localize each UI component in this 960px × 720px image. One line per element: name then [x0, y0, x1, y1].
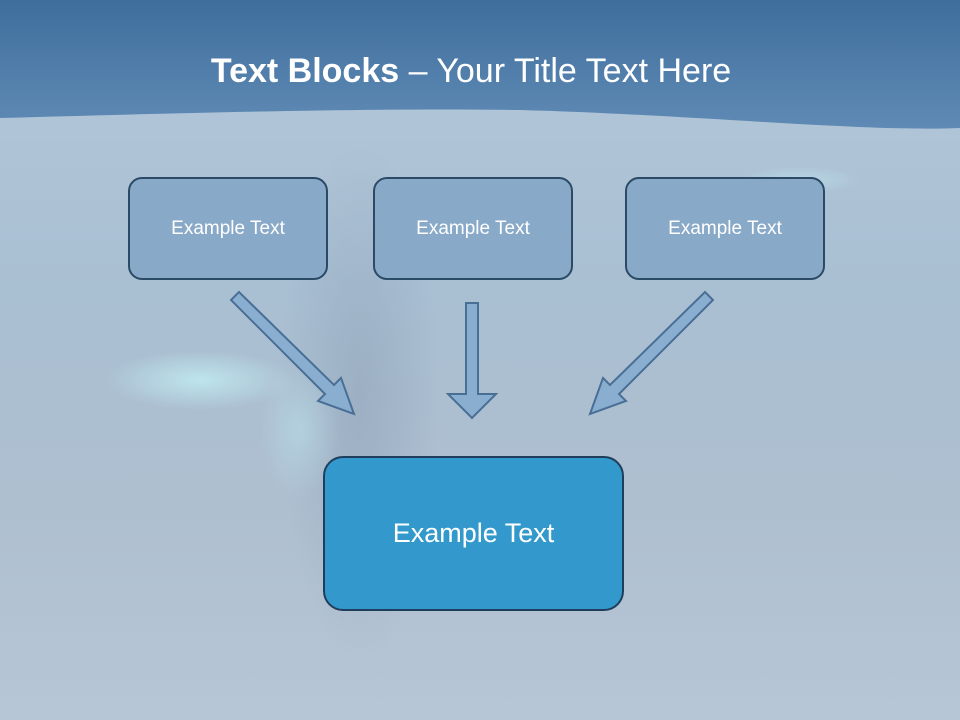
text-block-1: Example Text: [128, 177, 328, 280]
main-text-block: Example Text: [323, 456, 624, 611]
arrow-center-down: [445, 302, 499, 420]
slide-title: Text Blocks – Your Title Text Here: [0, 52, 942, 91]
arrow-right-diagonal: [588, 290, 715, 416]
header-band: [0, 0, 960, 129]
title-rest: Your Title Text Here: [436, 52, 732, 90]
title-separator: –: [399, 52, 437, 90]
foam-patch: [105, 350, 295, 410]
foam-patch: [260, 360, 340, 500]
text-block-2: Example Text: [373, 177, 573, 280]
main-text-block-label: Example Text: [392, 518, 555, 548]
text-block-2-label: Example Text: [416, 217, 530, 239]
text-block-1-label: Example Text: [171, 217, 285, 239]
title-bold: Text Blocks: [210, 52, 400, 90]
text-block-3: Example Text: [625, 177, 825, 280]
arrow-left-diagonal: [229, 290, 356, 416]
text-block-3-label: Example Text: [668, 217, 782, 239]
